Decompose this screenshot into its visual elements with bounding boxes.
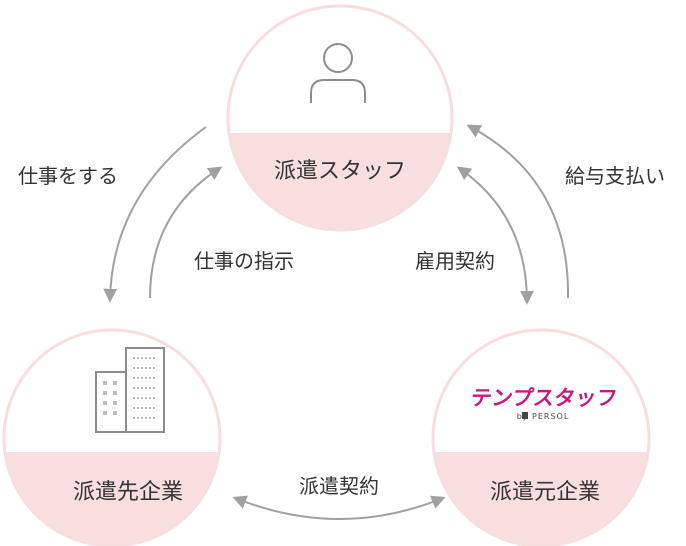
arrow-employment (456, 166, 534, 305)
arrow-work (103, 126, 207, 303)
node-client: 派遣先企業 (2, 328, 222, 546)
tempstaff-logo: テンプスタッフ by PERSOL (469, 385, 619, 421)
label-instruction: 仕事の指示 (194, 249, 294, 273)
label-employment: 雇用契約 (415, 249, 495, 273)
node-agency-label: 派遣元企業 (490, 480, 600, 505)
label-payment: 給与支払い (565, 164, 665, 188)
node-client-label: 派遣先企業 (73, 480, 183, 505)
label-dispatch-contract: 派遣契約 (299, 474, 379, 498)
node-staff: 派遣スタッフ (226, 4, 454, 232)
persol-mark (522, 412, 528, 419)
node-agency: テンプスタッフ by PERSOL 派遣元企業 (431, 328, 651, 546)
person-icon (310, 43, 366, 103)
arrow-instruction (149, 166, 223, 299)
arrow-dispatch-contract (232, 495, 446, 520)
logo-sub-text: by PERSOL (517, 412, 570, 421)
label-work: 仕事をする (18, 164, 118, 188)
logo-text: テンプスタッフ (469, 385, 619, 410)
arrow-payment (466, 124, 570, 299)
building-icon (95, 347, 165, 433)
node-staff-label: 派遣スタッフ (274, 159, 406, 184)
